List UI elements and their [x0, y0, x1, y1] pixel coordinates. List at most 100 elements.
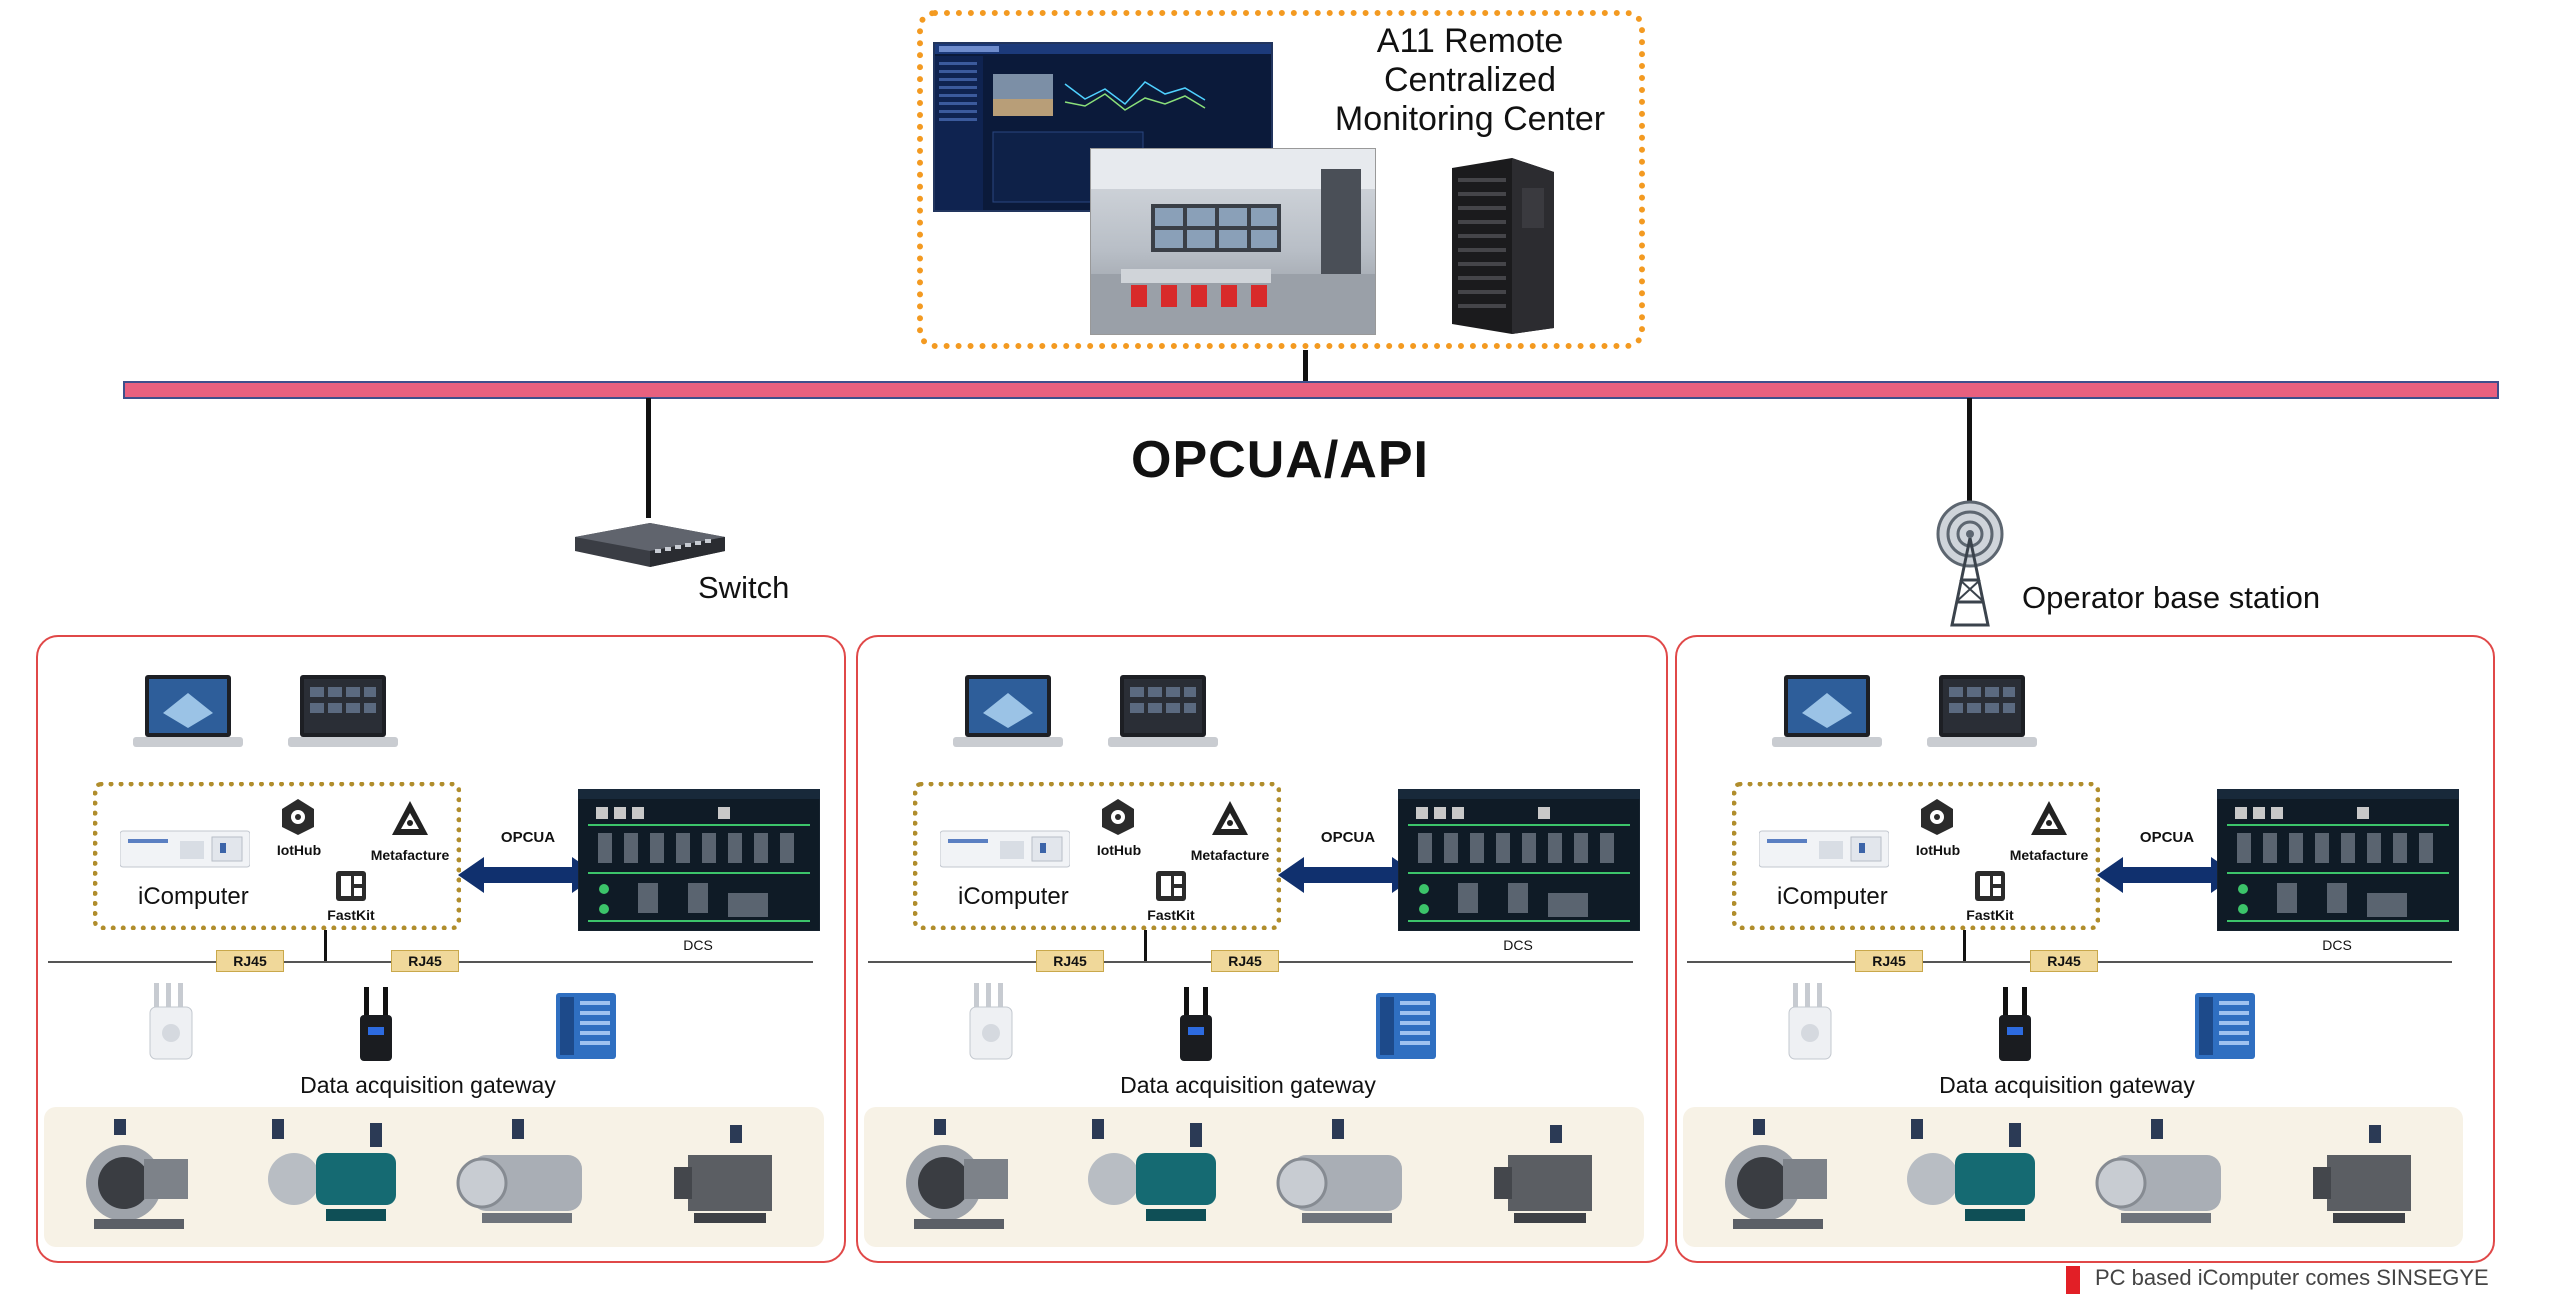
- bus-label: OPCUA/API: [1131, 431, 1429, 489]
- footnote-marker: [2066, 1266, 2080, 1294]
- gateway-device-icon: [146, 983, 196, 1063]
- metafacture-icon: [390, 799, 430, 839]
- gateway-antenna-device-icon: [358, 987, 394, 1065]
- laptop-icon: [133, 673, 243, 753]
- opcua-link-label: OPCUA: [1320, 829, 1376, 846]
- base-station-icon: [1930, 500, 2010, 630]
- monitoring-center-title: A11 Remote Centralized Monitoring Center: [1330, 22, 1610, 139]
- laptop-icon: [953, 673, 1063, 753]
- electric-motor-icon: [1272, 1119, 1412, 1239]
- rj45-port-badge: RJ45: [1211, 950, 1279, 972]
- center-to-bus-connector: [1303, 350, 1308, 382]
- site-panel-3: iComputer IotHub Metafacture: [1675, 635, 2495, 1263]
- metafacture-icon: [1210, 799, 1250, 839]
- gateway-label: Data acquisition gateway: [1120, 1072, 1376, 1098]
- gateway-device-icon: [1785, 983, 1835, 1063]
- control-room-photo: [1090, 148, 1376, 335]
- pump-icon: [1086, 1119, 1226, 1239]
- laptop-icon: [1108, 673, 1218, 753]
- double-arrow-icon: [458, 855, 598, 895]
- icomputer-to-network-connector: [324, 930, 327, 961]
- dcs-label: DCS: [2322, 937, 2352, 953]
- double-arrow-icon: [2097, 855, 2237, 895]
- icomputer-to-network-connector: [1144, 930, 1147, 961]
- opcua-link-label: OPCUA: [500, 829, 556, 846]
- gateway-device-icon: [966, 983, 1016, 1063]
- iothub-label: IotHub: [1096, 842, 1142, 858]
- rj45-port-badge: RJ45: [391, 950, 459, 972]
- io-module-icon: [2195, 993, 2255, 1059]
- io-module-icon: [1376, 993, 1436, 1059]
- base-station-connector: [1967, 398, 1972, 506]
- title-line-3: Monitoring Center: [1334, 100, 1606, 138]
- dcs-screen: [577, 788, 821, 932]
- icomputer-box: iComputer IotHub Metafacture: [1732, 782, 2100, 930]
- icomputer-to-network-connector: [1963, 930, 1966, 961]
- fastkit-label: FastKit: [1966, 907, 2014, 923]
- io-module-icon: [556, 993, 616, 1059]
- monitoring-center-box: [917, 10, 1645, 349]
- dcs-label: DCS: [1503, 937, 1533, 953]
- fastkit-label: FastKit: [1147, 907, 1195, 923]
- iothub-label: IotHub: [276, 842, 322, 858]
- rj45-port-badge: RJ45: [216, 950, 284, 972]
- rj45-port-badge: RJ45: [1855, 950, 1923, 972]
- gateway-label: Data acquisition gateway: [300, 1072, 556, 1098]
- dcs-screen: [2216, 788, 2460, 932]
- pump-icon: [1905, 1119, 2045, 1239]
- iothub-icon: [1917, 797, 1957, 837]
- metafacture-icon: [2029, 799, 2069, 839]
- icomputer-label: iComputer: [958, 883, 1069, 910]
- switch-connector: [646, 398, 651, 518]
- opcua-link-label: OPCUA: [2139, 829, 2195, 846]
- double-arrow-icon: [1278, 855, 1418, 895]
- icomputer-label: iComputer: [138, 883, 249, 910]
- gear-motor-icon: [2313, 1125, 2423, 1235]
- blower-fan-icon: [84, 1119, 194, 1239]
- metafacture-label: Metafacture: [2009, 847, 2089, 863]
- iothub-icon: [278, 797, 318, 837]
- gateway-antenna-device-icon: [1997, 987, 2033, 1065]
- fastkit-label: FastKit: [327, 907, 375, 923]
- icomputer-box: iComputer IotHub Metafacture: [93, 782, 461, 930]
- icomputer-box: iComputer IotHub Metafacture: [913, 782, 1281, 930]
- laptop-icon: [288, 673, 398, 753]
- gear-motor-icon: [674, 1125, 784, 1235]
- fastkit-icon: [334, 869, 368, 903]
- metafacture-label: Metafacture: [1190, 847, 1270, 863]
- fastkit-icon: [1973, 869, 2007, 903]
- icomputer-label: iComputer: [1777, 883, 1888, 910]
- title-line-1: A11 Remote: [1376, 22, 1564, 60]
- blower-fan-icon: [904, 1119, 1014, 1239]
- fastkit-icon: [1154, 869, 1188, 903]
- opcua-api-bus: [123, 381, 2499, 399]
- base-station-label: Operator base station: [2022, 580, 2321, 615]
- laptop-icon: [1927, 673, 2037, 753]
- switch-icon: [575, 515, 725, 575]
- dcs-label: DCS: [683, 937, 713, 953]
- server-rack-icon: [1442, 158, 1560, 334]
- pump-icon: [266, 1119, 406, 1239]
- rj45-port-badge: RJ45: [2030, 950, 2098, 972]
- switch-label: Switch: [698, 570, 790, 605]
- electric-motor-icon: [2091, 1119, 2231, 1239]
- site-panel-1: iComputer IotHub Metafacture: [36, 635, 846, 1263]
- equipment-strip: [864, 1107, 1644, 1247]
- footnote: PC based iComputer comes SINSEGYE: [2095, 1265, 2489, 1290]
- dcs-screen: [1397, 788, 1641, 932]
- site-panel-2: iComputer IotHub Metafacture: [856, 635, 1668, 1263]
- metafacture-label: Metafacture: [370, 847, 450, 863]
- gear-motor-icon: [1494, 1125, 1604, 1235]
- icomputer-device-icon: [1758, 827, 1890, 871]
- icomputer-device-icon: [119, 827, 251, 871]
- laptop-icon: [1772, 673, 1882, 753]
- icomputer-device-icon: [939, 827, 1071, 871]
- title-line-2: Centralized: [1384, 61, 1556, 99]
- gateway-antenna-device-icon: [1178, 987, 1214, 1065]
- blower-fan-icon: [1723, 1119, 1833, 1239]
- iothub-label: IotHub: [1915, 842, 1961, 858]
- electric-motor-icon: [452, 1119, 592, 1239]
- equipment-strip: [44, 1107, 824, 1247]
- iothub-icon: [1098, 797, 1138, 837]
